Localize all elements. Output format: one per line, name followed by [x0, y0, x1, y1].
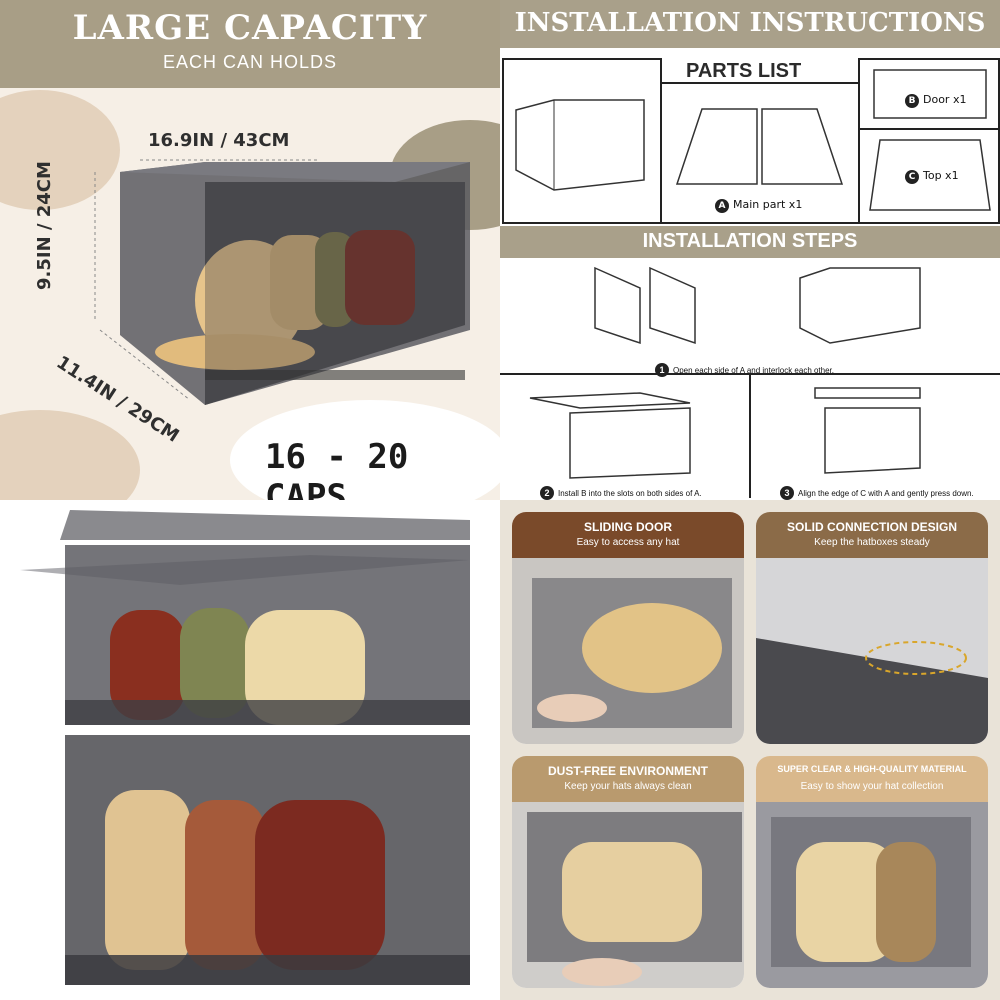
capacity-panel: LARGE CAPACITY EACH CAN HOLDS 16.9IN / 4…: [0, 0, 500, 500]
main-part-icon: [675, 108, 844, 185]
feature-subtitle: Easy to access any hat: [576, 537, 680, 548]
features-panel: SLIDING DOOR Easy to access any hat SOLI…: [500, 500, 1000, 1000]
feature-title: SLIDING DOOR: [583, 520, 672, 534]
steps-title: INSTALLATION STEPS: [642, 230, 858, 252]
parts-box-c: [858, 128, 1000, 224]
feature-title: DUST-FREE ENVIRONMENT: [547, 764, 708, 778]
feature-card-header: [756, 512, 988, 558]
feature-card-dust-free: DUST-FREE ENVIRONMENT Keep your hats alw…: [512, 756, 744, 988]
hat-box-illustration: [94, 159, 470, 405]
feature-subtitle: Easy to show your hat collection: [800, 781, 944, 792]
part-c-badge: C: [905, 170, 919, 184]
stacked-boxes-photo: [0, 500, 500, 1000]
sliding-door-image: [512, 558, 744, 744]
width-dimension: 16.9IN / 43CM: [148, 130, 290, 151]
capacity-header-band: [0, 0, 500, 88]
feature-card-header: [512, 756, 744, 802]
instructions-header-band: [500, 0, 1000, 48]
feature-title: SUPER CLEAR & HIGH-QUALITY MATERIAL: [777, 764, 967, 774]
top-part-icon: [869, 139, 991, 211]
parts-list-title: PARTS LIST: [686, 60, 802, 82]
feature-card-header: [756, 756, 988, 802]
box-outline-icon: [515, 99, 645, 191]
feature-subtitle: Keep the hatboxes steady: [814, 537, 930, 548]
parts-box-a: [660, 82, 860, 224]
part-b-badge: B: [905, 94, 919, 108]
parts-box-main: [502, 58, 662, 224]
dust-free-image: [512, 802, 744, 988]
capacity-subtitle: EACH CAN HOLDS: [162, 52, 338, 72]
caps-capacity: 16 - 20 CAPS: [265, 437, 409, 500]
door-part-icon: [873, 69, 987, 119]
feature-card-clear-material: SUPER CLEAR & HIGH-QUALITY MATERIAL Easy…: [756, 756, 988, 988]
feature-card-connection: SOLID CONNECTION DESIGN Keep the hatboxe…: [756, 512, 988, 744]
stacked-hat-boxes-image: [20, 510, 470, 985]
instructions-title: INSTALLATION INSTRUCTIONS: [514, 8, 986, 38]
parts-box-b: [858, 58, 1000, 130]
capacity-title: LARGE CAPACITY: [72, 8, 428, 48]
installation-diagrams: [500, 266, 1000, 498]
feature-subtitle: Keep your hats always clean: [564, 781, 692, 792]
feature-card-header: [512, 512, 744, 558]
part-a-badge: A: [715, 199, 729, 213]
height-dimension: 9.5IN / 24CM: [34, 161, 55, 290]
camo-blob: [230, 400, 500, 500]
clear-material-image: [756, 802, 988, 988]
steps-header-band: [500, 226, 1000, 258]
feature-title: SOLID CONNECTION DESIGN: [786, 520, 957, 534]
connection-design-image: [756, 558, 988, 744]
feature-card-sliding-door: SLIDING DOOR Easy to access any hat: [512, 512, 744, 744]
